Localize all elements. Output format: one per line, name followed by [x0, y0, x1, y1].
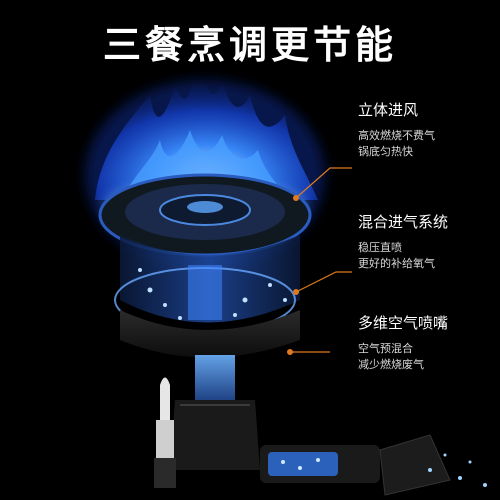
feature-desc: 高效燃烧不费气 锅底匀热快 — [358, 128, 498, 160]
feature-desc: 稳压直喷 更好的补给氧气 — [358, 240, 498, 272]
leader-dots — [287, 195, 299, 355]
feature-title: 混合进气系统 — [358, 213, 449, 231]
sparkles — [428, 453, 487, 487]
feature-multi-air-nozzle: 多维空气喷嘴 空气预混合 减少燃烧废气 — [358, 313, 498, 373]
burner-cap — [98, 173, 312, 257]
igniter — [154, 377, 176, 488]
feature-desc-line: 高效燃烧不费气 — [358, 129, 435, 142]
feature-desc-line: 减少燃烧废气 — [358, 358, 424, 371]
headline: 三餐烹调更节能 — [102, 23, 397, 67]
leader-lines — [290, 167, 352, 353]
feature-desc: 空气预混合 减少燃烧废气 — [358, 341, 498, 373]
feature-3d-air-intake: 立体进风 高效燃烧不费气 锅底匀热快 — [358, 100, 498, 160]
gas-inlet-assembly — [170, 355, 451, 496]
feature-desc-line: 稳压直喷 — [358, 241, 402, 254]
feature-title: 多维空气喷嘴 — [358, 314, 449, 332]
feature-mixed-air-system: 混合进气系统 稳压直喷 更好的补给氧气 — [358, 212, 498, 272]
feature-title: 立体进风 — [358, 101, 419, 119]
burner-base-ring — [120, 310, 300, 358]
feature-desc-line: 锅底匀热快 — [358, 145, 413, 158]
feature-desc-line: 更好的补给氧气 — [358, 257, 435, 270]
feature-desc-line: 空气预混合 — [358, 342, 413, 355]
